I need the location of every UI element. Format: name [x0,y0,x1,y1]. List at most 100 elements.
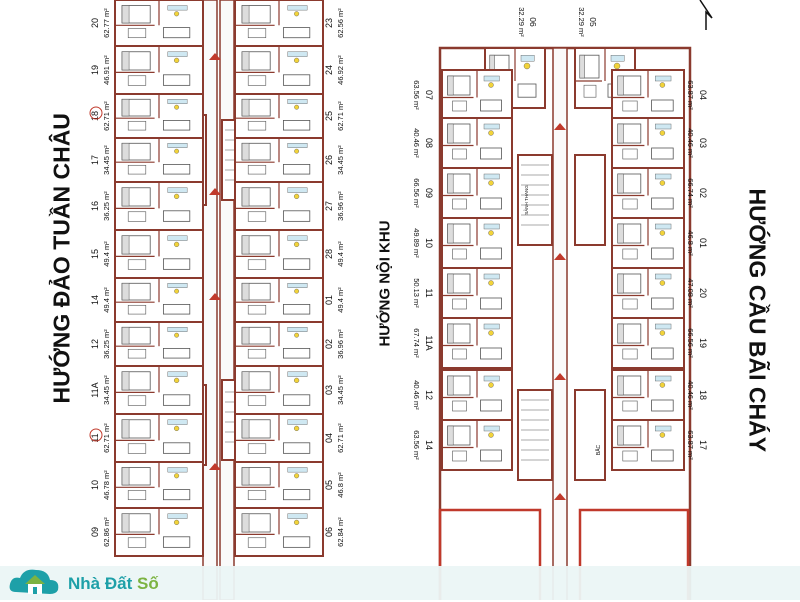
unit-furniture [617,173,674,210]
unit-area: 67.74 m² [412,328,421,358]
unit-area: 36.25 m² [102,329,111,359]
unit-area: 46.78 m² [102,470,111,500]
unit-furniture [241,235,311,270]
pillow-shape [121,327,130,345]
unit-number: 15 [90,249,100,259]
fixture-shape [294,11,300,17]
table-shape [452,348,467,360]
unit-number: 03 [698,138,708,148]
table-shape [247,304,267,315]
table-shape [127,348,147,359]
unit-area: 34.45 m² [102,145,111,175]
unit-number: 11 [424,288,434,297]
sofa-shape [282,489,311,501]
unit-area: 36.25 m² [102,191,111,221]
bath-shape [287,371,308,377]
bath-shape [483,273,500,280]
bath-shape [655,173,672,180]
pillow-shape [241,513,250,533]
pillow-shape [617,375,624,396]
pillow-shape [447,75,454,96]
table-shape [622,148,638,160]
unit-furniture [121,187,191,222]
sofa-shape [651,449,674,462]
table-shape [127,28,147,39]
unit-circle-marker [89,106,103,120]
sofa-shape [282,258,311,270]
unit-furniture [121,326,191,359]
unit-furniture [447,273,502,310]
table-shape [622,298,638,310]
pillow-shape [241,371,250,391]
unit-furniture [447,323,502,360]
table-shape [127,490,147,501]
sofa-shape [480,147,502,160]
unit-number: 25 [324,111,334,121]
pillow-shape [121,371,130,391]
bath-shape [167,143,188,148]
pillow-shape [447,375,454,396]
unit-furniture [121,513,191,548]
unit-area: 62.56 m² [336,8,345,38]
fixture-shape [294,104,299,110]
unit-area: 49.4 m² [102,287,111,313]
bath-shape [287,187,308,193]
table-shape [247,211,267,222]
unit-area: 34.45 m² [336,375,345,405]
bath-shape [520,55,535,62]
unit-furniture [617,223,674,260]
unit-number: 02 [324,339,334,349]
table-shape [622,248,638,260]
unit-furniture [241,51,311,86]
unit-furniture [121,371,191,406]
unit-furniture [617,375,674,412]
unit-area: 36.96 m² [336,191,345,221]
unit-number: 23 [324,18,334,28]
pillow-shape [241,187,250,207]
fixture-shape [174,288,180,294]
unit-number: 05 [324,480,334,490]
sofa-shape [651,197,674,210]
fixture-shape [488,230,494,236]
table-shape [622,450,638,462]
fixture-shape [659,330,666,336]
unit-furniture [617,273,674,310]
elevator-core [574,389,606,481]
table-shape [127,211,147,222]
table-shape [127,120,147,131]
bath-shape [167,371,188,377]
table-shape [622,198,638,210]
sofa-shape [162,442,191,454]
bath-shape [655,223,672,230]
table-shape [583,84,597,98]
unit-circle-marker [89,428,103,442]
sofa-shape [480,347,502,360]
sofa-shape [480,99,502,112]
unit-number: 19 [698,338,708,348]
pillow-shape [121,467,130,486]
table-shape [247,490,267,501]
fixture-shape [659,382,666,388]
fixture-shape [488,330,494,336]
sofa-shape [651,399,674,412]
unit-furniture [121,142,191,175]
sofa-shape [282,74,311,86]
unit-furniture [617,123,674,160]
unit-number: 18 [698,390,708,400]
unit-furniture [447,123,502,160]
direction-arrow [554,373,566,380]
table-shape [127,304,147,315]
unit-number: 27 [324,201,334,211]
brand-logo: Nhà Đất Số [68,574,159,593]
unit-area: 40.46 m² [686,380,695,410]
unit-furniture [447,425,502,462]
bath-shape [167,99,188,104]
direction-arrow [554,493,566,500]
fixture-shape [488,130,494,136]
unit-furniture [121,467,191,501]
unit-number: 09 [90,527,100,537]
unit-furniture [447,223,502,260]
house-cloud-icon [9,569,59,594]
table-shape [127,75,147,86]
